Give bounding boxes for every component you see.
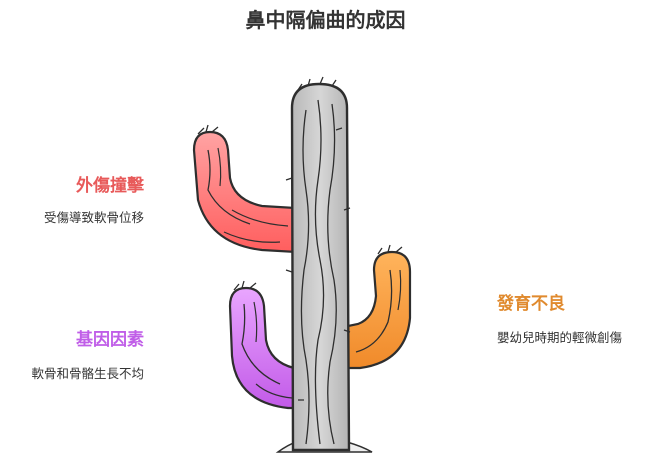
arm-trauma <box>192 124 298 254</box>
cactus-trunk <box>285 76 351 452</box>
cause-trauma-description: 受傷導致軟骨位移 <box>43 210 144 225</box>
cause-genetic-title: 基因因素 <box>76 330 144 350</box>
cause-development-title: 發育不良 <box>497 294 565 314</box>
arm-development <box>346 244 412 370</box>
arm-genetic <box>228 280 298 410</box>
cause-trauma-title: 外傷撞擊 <box>76 176 144 196</box>
page-title: 鼻中隔偏曲的成因 <box>245 8 406 32</box>
cause-genetic-description: 軟骨和骨骼生長不均 <box>31 366 144 381</box>
cause-development-description: 嬰幼兒時期的輕微創傷 <box>497 330 623 345</box>
